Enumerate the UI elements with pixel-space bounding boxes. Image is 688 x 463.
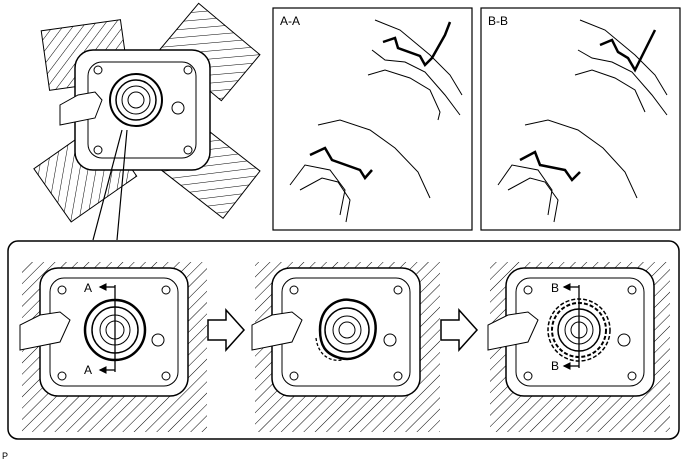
figure-code: P <box>2 451 8 461</box>
seal-profile <box>599 29 657 73</box>
bolt-hole <box>57 371 67 381</box>
step-arrow-icon <box>440 308 479 352</box>
bolt-hole <box>183 145 193 155</box>
bolt-hole <box>93 145 103 155</box>
panel-line <box>577 49 668 116</box>
filler-neck-inner <box>338 321 356 339</box>
panel-line <box>524 119 638 199</box>
seal-dashed-outline <box>315 337 343 361</box>
panel-line <box>574 69 646 113</box>
lock-clip <box>171 101 185 115</box>
lock-clip <box>383 333 397 347</box>
bolt-hole <box>627 371 637 381</box>
bolt-hole <box>289 285 299 295</box>
filler-neck-inner <box>121 85 151 115</box>
panel-line <box>579 19 668 96</box>
bolt-hole <box>57 285 67 295</box>
panel-line <box>507 177 559 223</box>
bolt-hole <box>161 371 171 381</box>
panel-line <box>374 19 463 96</box>
seal-profile <box>382 21 452 68</box>
section-b-label: B-B <box>488 14 508 28</box>
overview-panel <box>33 2 261 223</box>
panel-line <box>497 164 553 216</box>
cut-marker-b-bottom: B <box>551 359 559 373</box>
bolt-hole <box>393 285 403 295</box>
bolt-hole <box>627 285 637 295</box>
cut-marker-a-bottom: A <box>84 363 92 377</box>
step-1: A A <box>19 262 207 432</box>
section-a-panel: A-A <box>272 7 473 231</box>
cut-marker-a-top: A <box>84 281 92 295</box>
hinge-bracket <box>19 311 71 351</box>
bolt-hole <box>161 285 171 295</box>
panel-line <box>299 177 351 223</box>
filler-neck-ring <box>324 307 370 353</box>
panel-line <box>371 49 461 116</box>
hinge-bracket <box>487 311 539 351</box>
seal-ring-deformed <box>318 298 377 361</box>
step-2 <box>251 262 440 432</box>
section-b-panel: B-B <box>480 7 681 231</box>
step-3: B B <box>487 262 670 432</box>
panel-line <box>289 164 346 216</box>
bolt-hole <box>93 65 103 75</box>
panel-line <box>367 69 441 121</box>
bolt-hole <box>393 371 403 381</box>
seal-profile <box>309 146 373 181</box>
filler-neck-ring <box>109 73 163 127</box>
filler-neck-inner <box>332 315 362 345</box>
section-a-label: A-A <box>280 14 300 28</box>
bolt-hole <box>523 371 533 381</box>
seal-profile <box>519 150 581 182</box>
filler-neck-ring <box>115 79 157 121</box>
hinge-bracket <box>251 311 303 351</box>
lock-clip <box>617 333 631 347</box>
step-arrow-icon <box>207 308 246 352</box>
filler-neck-inner <box>127 91 145 109</box>
panel-line <box>317 119 431 199</box>
cut-marker-b-top: B <box>551 281 559 295</box>
hinge-bracket <box>59 91 103 126</box>
bolt-hole <box>523 285 533 295</box>
bolt-hole <box>289 371 299 381</box>
callout-line <box>92 129 128 241</box>
bolt-hole <box>183 65 193 75</box>
lock-clip <box>151 333 165 347</box>
